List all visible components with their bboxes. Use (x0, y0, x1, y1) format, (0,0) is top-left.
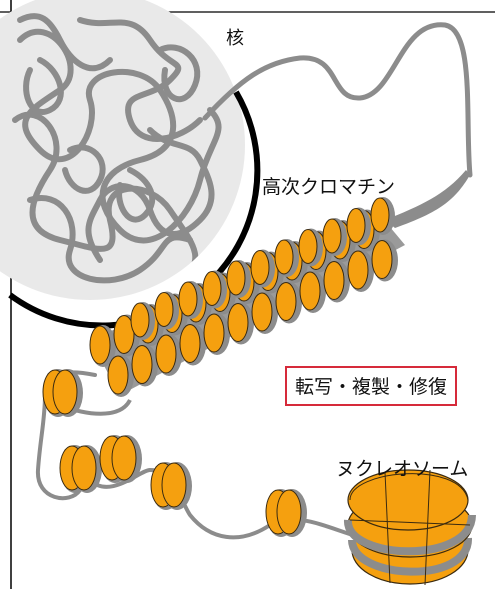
chain-histone (112, 435, 142, 483)
fiber-histone (203, 271, 227, 309)
fiber-histone (251, 250, 275, 288)
fiber-histone (155, 292, 179, 330)
fiber-histone (227, 260, 251, 298)
fiber-histone (204, 313, 230, 355)
chain-histone (277, 489, 307, 537)
nucleosome-large (348, 470, 472, 585)
fiber-histone (228, 303, 254, 345)
fiber-histone (132, 345, 158, 387)
fiber-histone (179, 281, 203, 319)
chain-histone (162, 462, 192, 510)
fiber-histone (324, 261, 350, 303)
process-label-box: 転写・複製・修復 (285, 366, 457, 406)
fiber-histone (156, 334, 182, 376)
fiber-histone (299, 229, 323, 267)
fiber-histone (131, 302, 155, 340)
fiber-histone (347, 208, 371, 246)
nucleosome-label: ヌクレオソーム (336, 454, 468, 481)
chain-histone (72, 445, 102, 493)
chain-histone (53, 369, 83, 417)
higher-chromatin-label: 高次クロマチン (262, 172, 395, 199)
fiber-histone (276, 282, 302, 324)
fiber-histone (300, 271, 326, 313)
fiber-histone (180, 324, 206, 366)
fiber-histone (323, 218, 347, 256)
fiber-histone (252, 292, 278, 334)
fiber-histone (275, 239, 299, 277)
dna-strand-taper (385, 170, 470, 228)
fiber-histone (348, 250, 374, 292)
fiber-histone (371, 197, 395, 235)
fiber-histone (372, 240, 398, 282)
nucleosome-chain (43, 369, 307, 537)
fiber-histone (108, 355, 134, 397)
nucleus-label: 核 (226, 24, 244, 50)
